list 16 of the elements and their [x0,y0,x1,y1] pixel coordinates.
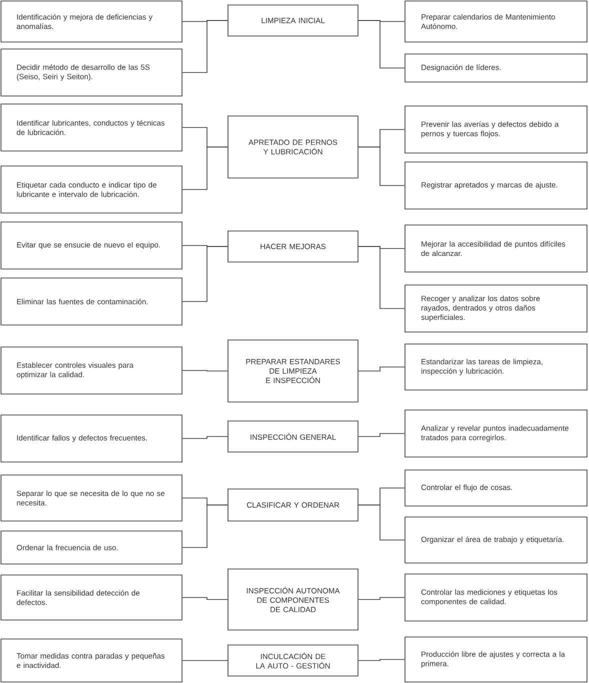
connector-line [358,597,405,600]
connector-line [182,146,228,190]
connector-line [358,504,405,540]
connector-line [358,246,405,309]
connector-line [182,436,228,439]
connector-line [182,246,228,302]
connector-line [358,433,405,437]
connector-line [182,504,228,548]
connector-line [358,366,405,372]
connector-line [182,660,228,661]
connector-line [182,597,228,600]
connector-line [358,659,405,661]
connector-line [358,146,405,186]
connector-line [358,20,405,68]
connector-line [182,20,228,73]
connector-line [182,370,228,372]
